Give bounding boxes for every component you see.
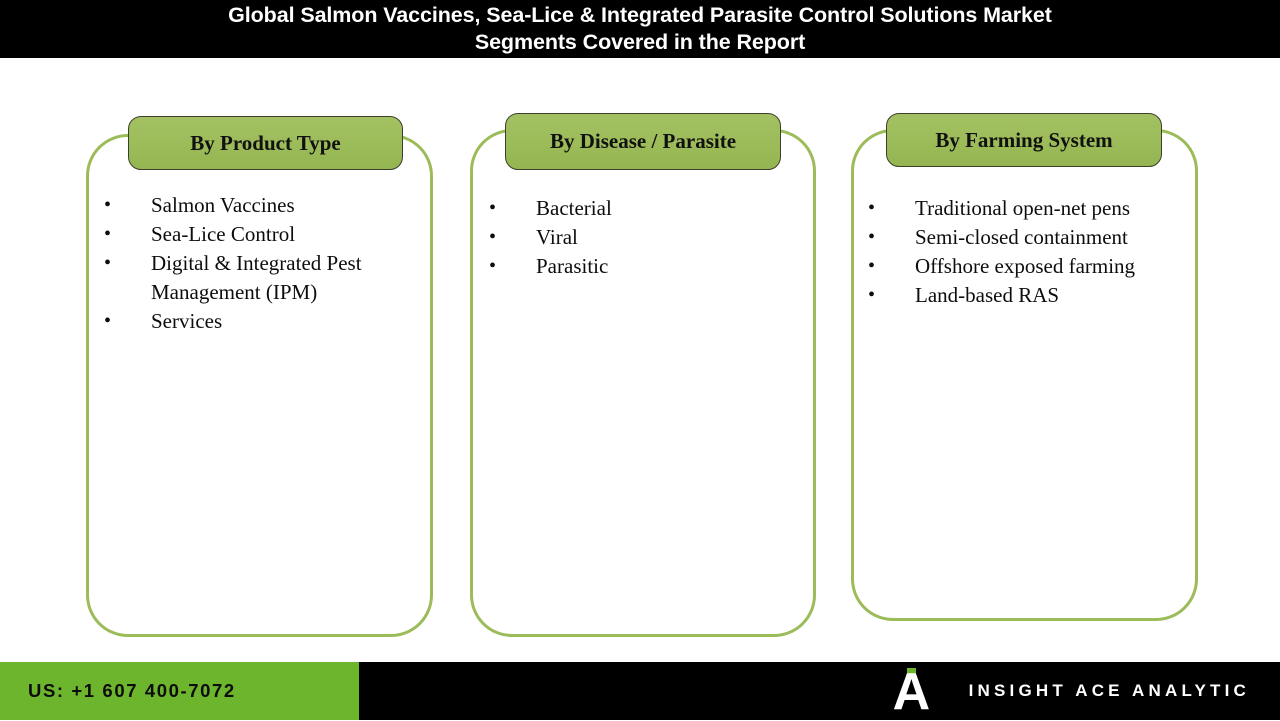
list-item-label: Viral [536,225,578,249]
logo-square-icon [906,668,916,677]
list-item: • Parasitic [489,252,799,281]
list-item-label: Offshore exposed farming [915,254,1136,278]
bullet-icon: • [489,226,497,248]
segment-card-disease-parasite [470,129,816,637]
logo-letter: A [892,663,931,721]
bullet-icon: • [104,194,112,216]
segment-header-label: By Farming System [935,127,1113,152]
bullet-icon: • [489,197,497,219]
segment-list-product-type: • Salmon Vaccines • Sea-Lice Control • D… [104,191,424,336]
logo-a-icon: A [892,663,939,721]
list-item: • Bacterial [489,194,799,223]
list-item: • Offshore exposed farming [868,252,1188,281]
segment-card-farming-system [851,129,1198,621]
segment-card-product-type [86,134,433,637]
bullet-icon: • [489,255,497,277]
list-item-label: Traditional open-net pens [915,196,1131,220]
footer-phone-number: US: +1 607 400-7072 [28,680,236,701]
bullet-icon: • [868,226,876,248]
list-item-label: Land-based RAS [915,283,1060,307]
bullet-icon: • [104,310,112,332]
segment-header-product-type[interactable]: By Product Type [128,116,403,170]
bullet-icon: • [868,284,876,306]
bullet-icon: • [104,223,112,245]
list-item: • Sea-Lice Control [104,220,424,249]
brand-lockup: A INSIGHT ACE ANALYTIC [893,662,1250,720]
segment-list-farming-system: • Traditional open-net pens • Semi-close… [868,194,1188,310]
list-item: • Salmon Vaccines [104,191,424,220]
bullet-icon: • [104,252,112,274]
list-item: • Viral [489,223,799,252]
page-title-line-2: Segments Covered in the Report [474,30,806,54]
segment-header-disease-parasite[interactable]: By Disease / Parasite [505,113,781,170]
list-item-label: Semi-closed containment [915,225,1128,249]
brand-name: INSIGHT ACE ANALYTIC [968,681,1250,700]
footer-bar: US: +1 607 400-7072 A INSIGHT ACE ANALYT… [0,662,1280,720]
footer-phone-block[interactable]: US: +1 607 400-7072 [0,662,359,720]
bullet-icon: • [868,197,876,219]
list-item: • Services [104,307,424,336]
list-item: • Traditional open-net pens [868,194,1188,223]
list-item-label: Parasitic [536,254,609,278]
list-item-label: Salmon Vaccines [151,193,295,217]
list-item-label: Bacterial [536,196,612,220]
segments-board: By Product Type • Salmon Vaccines • Sea-… [0,58,1280,662]
list-item: • Semi-closed containment [868,223,1188,252]
list-item-label: Digital & Integrated Pest Management (IP… [151,251,362,304]
list-item: • Digital & Integrated Pest Management (… [104,249,424,307]
segment-header-label: By Disease / Parasite [549,129,737,153]
title-bar: Global Salmon Vaccines, Sea-Lice & Integ… [0,0,1280,58]
page-title-line-1: Global Salmon Vaccines, Sea-Lice & Integ… [228,3,1052,27]
list-item-label: Services [151,309,223,333]
segment-header-farming-system[interactable]: By Farming System [886,113,1162,167]
page-title: Global Salmon Vaccines, Sea-Lice & Integ… [50,2,1230,56]
segment-header-label: By Product Type [190,130,341,155]
list-item: • Land-based RAS [868,281,1188,310]
segment-list-disease-parasite: • Bacterial • Viral • Parasitic [489,194,799,281]
bullet-icon: • [868,255,876,277]
list-item-label: Sea-Lice Control [151,222,296,246]
